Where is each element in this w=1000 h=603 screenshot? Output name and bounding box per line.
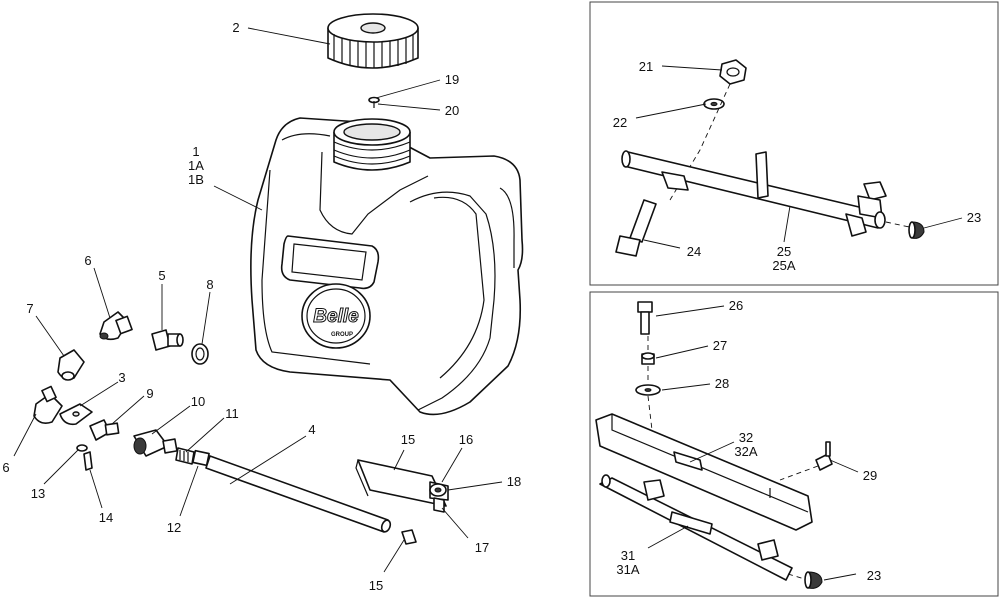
bolt-washer-set [76,444,93,471]
callout-20: 20 [445,103,459,118]
elbow-29 [815,441,833,471]
detail-panel-upper [589,1,999,286]
callout-11: 11 [225,406,239,421]
callout-12: 12 [167,520,181,535]
water-tube [205,455,392,533]
callout-1: 1 [192,144,199,159]
callout-29: 29 [863,468,877,483]
callout-6-upper: 6 [84,253,91,268]
cap-23-upper [908,221,925,239]
elbow-fitting-lower [33,385,63,424]
logo-subtext: GROUP [331,332,353,338]
tank-bracket [355,459,449,513]
leader-lines [13,27,963,581]
callout-17: 17 [475,540,489,555]
callout-10: 10 [191,394,205,409]
hose-connector [57,349,85,381]
callout-1a: 1A [188,158,204,173]
filler-cap [327,13,419,69]
tube-clip [401,529,417,545]
detail-panel-lower [589,291,999,597]
callout-23-upper: 23 [967,210,981,225]
callout-19: 19 [445,72,459,87]
vent-screw [368,96,380,108]
adaptor-fitting [151,329,184,351]
callout-15-lower: 15 [369,578,383,593]
callout-22: 22 [613,115,627,130]
callout-13: 13 [31,486,45,501]
callout-26: 26 [729,298,743,313]
callout-14: 14 [99,510,113,525]
callout-16: 16 [459,432,473,447]
callout-18: 18 [507,474,521,489]
sealing-washer [191,343,209,365]
callout-9: 9 [146,386,153,401]
callout-25a: 25A [772,258,795,273]
nut-21 [719,59,747,85]
callout-15-upper: 15 [401,432,415,447]
callout-31a: 31A [616,562,639,577]
callout-1b: 1B [188,172,204,187]
callout-32a: 32A [734,444,757,459]
assembly-path-23a [885,221,915,229]
elbow-fitting-upper [99,311,133,341]
logo-text: Belle [313,306,359,327]
callout-23-lower: 23 [867,568,881,583]
callout-21: 21 [639,59,653,74]
callout-3: 3 [118,370,125,385]
washer-27 [641,352,655,365]
callout-8: 8 [206,277,213,292]
bolt-24 [615,199,657,257]
spray-bar-31 [599,474,793,581]
callout-5: 5 [158,268,165,283]
water-tank: Belle GROUP [250,117,524,416]
cap-23-lower [804,571,823,589]
callout-2: 2 [232,20,239,35]
spray-bar-mount-32 [595,413,813,531]
assembly-path-23b [787,573,809,581]
callout-24: 24 [687,244,701,259]
assembly-path-26 [647,336,653,431]
callout-28: 28 [715,376,729,391]
mounting-bracket [59,403,93,426]
callout-25: 25 [777,244,791,259]
washer-28 [635,384,661,396]
bolt-26 [637,301,653,335]
spray-bar-25 [621,150,887,237]
hose-tail-connector [175,447,210,467]
callout-32: 32 [739,430,753,445]
callout-4: 4 [308,422,315,437]
shut-off-valve [133,429,178,457]
union-fitting [89,419,120,441]
assembly-path-29 [779,465,819,481]
callout-6-lower: 6 [2,460,9,475]
callout-27: 27 [713,338,727,353]
callout-31: 31 [621,548,635,563]
callout-7: 7 [26,301,33,316]
